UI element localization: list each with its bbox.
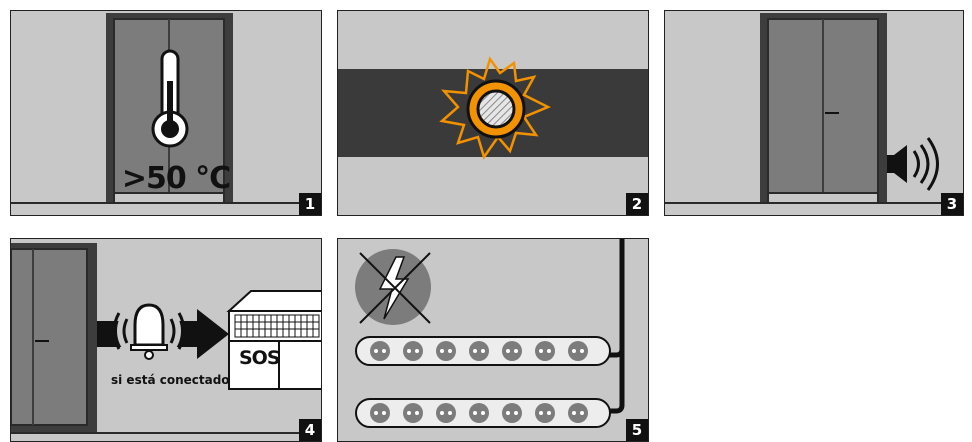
cabinet-hot-illustration [11, 13, 321, 204]
connection-caption: si está conectado [111, 373, 230, 387]
power-strip-illustration [355, 239, 625, 428]
alarm-bell-icon [112, 299, 186, 363]
panel-2-hot-cable: 2 [337, 10, 649, 216]
hot-cable-icon [439, 56, 552, 160]
no-lightning-icon [355, 249, 431, 325]
panel-1-temperature: >50 °C 1 [10, 10, 322, 216]
sos-label: SOS [239, 347, 281, 369]
cabinet-alarm-illustration [665, 13, 963, 204]
power-strip-icon [355, 336, 611, 428]
alarm-speaker-icon [887, 137, 939, 191]
panel-number: 3 [941, 193, 963, 215]
alarm-transmission-illustration [11, 243, 321, 434]
sos-station-icon [226, 290, 321, 390]
thermometer-icon [151, 49, 189, 148]
panel-4-alarm-transmission: si está conectado SOS 4 [10, 238, 322, 442]
hot-cable-illustration [338, 56, 648, 160]
panel-number: 2 [626, 193, 648, 215]
panel-number: 4 [299, 419, 321, 441]
panel-5-power-strip: 5 [337, 238, 649, 442]
panel-3-acoustic-alarm: 3 [664, 10, 964, 216]
panel-number: 1 [299, 193, 321, 215]
panel-number: 5 [626, 419, 648, 441]
temperature-label: >50 °C [121, 161, 231, 196]
